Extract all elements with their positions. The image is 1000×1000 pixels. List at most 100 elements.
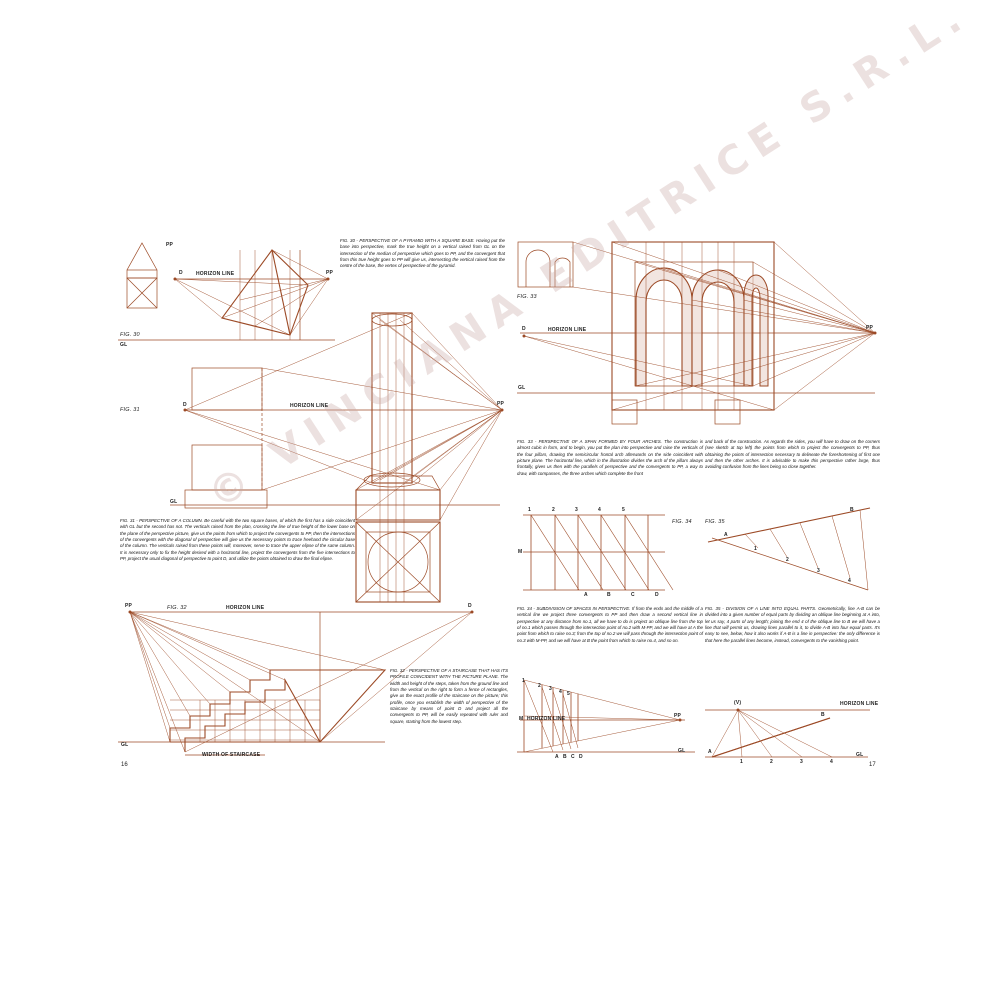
column-perspective [371, 312, 413, 484]
label-b: B [607, 592, 611, 598]
label-2: 2 [770, 759, 773, 765]
label-2: 2 [786, 557, 789, 563]
pyramid [221, 249, 309, 336]
column-elevation-top [191, 367, 263, 411]
vanishing-points [128, 277, 877, 722]
convergent-line [634, 332, 876, 387]
label-d: D [468, 603, 472, 609]
label-gl: GL [120, 342, 128, 348]
page-number-left: 16 [121, 762, 128, 768]
label-1: 1 [528, 507, 531, 513]
point-d [470, 610, 474, 614]
fig34-label: FIG. 34 [672, 519, 692, 525]
fig30-label: FIG. 30 [120, 332, 140, 338]
label-1: 1 [522, 678, 525, 684]
column-top-ellipse [371, 313, 413, 327]
convergent-line [129, 611, 321, 743]
convergent-line [773, 332, 876, 411]
label-width-of-staircase: WIDTH OF STAIRCASE [202, 752, 261, 758]
label-3: 3 [575, 507, 578, 513]
convergent-line [371, 409, 503, 484]
oblique-line [711, 537, 869, 591]
fig35-division-drawing [707, 507, 871, 591]
label-gl: GL [170, 499, 178, 505]
label-b: B [850, 507, 854, 513]
label-gl: GL [856, 752, 864, 758]
sketch-box [517, 241, 574, 288]
convergent-line [404, 409, 503, 483]
parallel-line [769, 528, 788, 558]
label-horizon-line: HORIZON LINE [196, 271, 235, 277]
pillar-foot [611, 399, 638, 425]
label-gl: GL [121, 742, 129, 748]
convergent-line [717, 269, 876, 334]
label-2: 2 [538, 683, 541, 689]
convergent-line [523, 715, 681, 721]
parallel-line [744, 533, 759, 549]
label-horizon-line: HORIZON LINE [527, 716, 566, 722]
label-3: 3 [817, 568, 820, 574]
base-top [355, 475, 441, 491]
oblique-line [530, 514, 580, 591]
convergent-line [737, 709, 773, 758]
arch-3 [743, 274, 769, 387]
convergent-line [239, 278, 329, 301]
pyramid-edge [271, 249, 291, 336]
oblique-line [554, 514, 604, 591]
convergent-line [184, 611, 473, 753]
convergent-line [254, 278, 329, 327]
label-a: A [584, 592, 588, 598]
label-b: B [563, 754, 567, 760]
convergent-line [572, 241, 876, 334]
elevation-base [126, 269, 158, 279]
point-v [736, 708, 740, 712]
convergent-line [411, 312, 503, 411]
convergent-line [611, 332, 876, 411]
label-d: D [183, 402, 187, 408]
convergent-line [572, 286, 876, 334]
convergent-line [379, 409, 503, 481]
plan-diagonal [126, 277, 158, 309]
convergent-line [439, 409, 503, 521]
convergent-line [271, 249, 329, 280]
convergent-line [129, 611, 171, 729]
convergent-line [379, 319, 503, 411]
label-pp: PP [166, 242, 174, 248]
oblique-line [624, 514, 674, 591]
convergent-line [737, 709, 803, 758]
label-2: 2 [552, 507, 555, 513]
page-number-right: 17 [869, 762, 876, 768]
convergent-line [523, 719, 681, 753]
fig31-column-drawing [170, 312, 503, 603]
point-pp [500, 408, 504, 412]
label-pp: PP [674, 713, 682, 719]
column-elevation-base [184, 489, 268, 509]
label-4: 4 [848, 578, 851, 584]
label-4: 4 [559, 689, 562, 695]
label-pp: PP [326, 270, 334, 276]
convergent-line [129, 611, 386, 671]
label-3: 3 [800, 759, 803, 765]
convergent-line [691, 299, 876, 334]
pillar-foot [714, 399, 741, 425]
convergent-line [129, 611, 211, 705]
plan-diagonal [355, 521, 441, 603]
convergent-line [411, 409, 503, 484]
convergent-line [523, 335, 775, 411]
convergent-line [221, 278, 329, 319]
fig31-caption: FIG. 31 - PERSPECTIVE OF A COLUMN. Be ca… [120, 518, 355, 562]
convergent-line [711, 709, 739, 758]
label-a: A [708, 749, 712, 755]
convergent-line [289, 278, 329, 336]
parallel-line [799, 522, 819, 569]
convergent-line [611, 241, 876, 334]
convergent-line [174, 278, 223, 319]
label-a: A [555, 754, 559, 760]
fig35-label: FIG. 35 [705, 519, 725, 525]
line-a-b [707, 507, 871, 543]
label-m: M [518, 549, 523, 555]
convergent-line [399, 319, 503, 411]
convergent-line [261, 409, 503, 491]
oblique-line [562, 693, 579, 749]
